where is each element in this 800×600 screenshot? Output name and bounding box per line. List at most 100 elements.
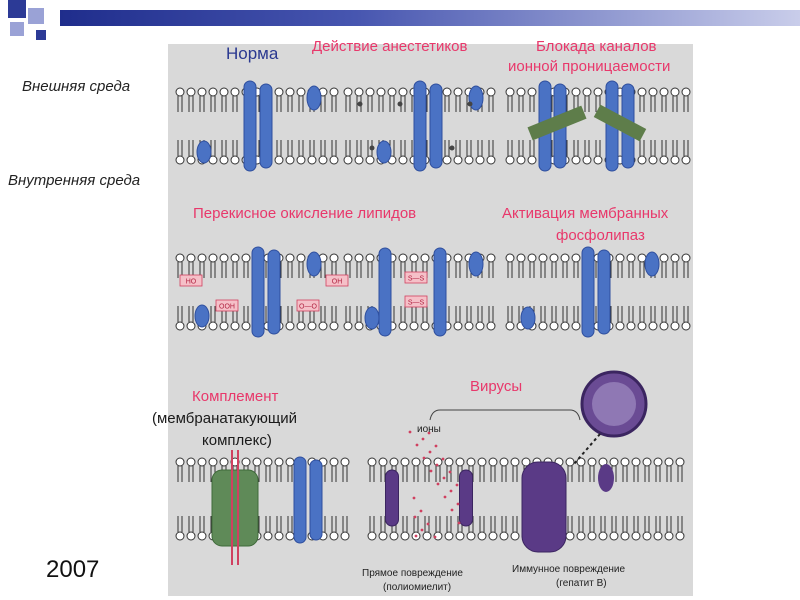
chemical-group-text: O—O [299,304,317,311]
decoration-square [8,0,26,18]
ion-dot [428,450,432,454]
lipid-head [527,253,537,263]
lipid-head [659,321,669,331]
lipid-head [389,531,399,541]
peripheral-protein [306,85,322,111]
anesthetic-molecule [467,101,473,107]
lipid-head [576,457,586,467]
lipid-head [510,531,520,541]
lipid-head [208,253,218,263]
viruses-label: Вирусы [470,378,523,395]
lipid-head [422,531,432,541]
lipid-head [560,321,570,331]
lipid-head [411,457,421,467]
ion-dot [450,508,454,512]
lipid-head [675,457,685,467]
ion-dot [455,483,459,487]
lipid-head [516,87,526,97]
lipid-head [681,253,691,263]
lipid-head [442,87,452,97]
lipid-head [433,457,443,467]
lipid-head [175,155,185,165]
lipid-head [285,253,295,263]
channel-block-label-line1: Блокада каналов [536,38,657,55]
lipid-head [296,87,306,97]
lipid-head [659,155,669,165]
lipid-head [609,457,619,467]
lipid-head [637,155,647,165]
lipid-head [343,321,353,331]
lipid-head [681,87,691,97]
ion-dot [434,444,438,448]
lipid-head [653,531,663,541]
lipid-head [219,457,229,467]
lipid-head [444,531,454,541]
lipid-head [477,457,487,467]
lipid-head [263,531,273,541]
peripheral-protein [376,140,392,164]
lipid-head [307,155,317,165]
lipid-head [329,87,339,97]
lipid-head [549,321,559,331]
lipid-head [329,321,339,331]
membrane-protein [433,247,447,337]
anesthetic-molecule [369,145,375,151]
lipid-head [582,155,592,165]
chemical-group-tag [179,274,203,287]
lipid-head [274,531,284,541]
lipid-head [486,321,496,331]
lipid-head [505,321,515,331]
lipid-head [593,155,603,165]
lipid-head [521,457,531,467]
lipid-head [576,531,586,541]
lipid-head [486,87,496,97]
membrane-protein [413,80,427,172]
lipid-head [365,155,375,165]
lipid-head [186,321,196,331]
lipid-head [274,155,284,165]
lipid-head [571,155,581,165]
lipid-head [389,457,399,467]
membrane-protein [251,246,265,338]
lipid-head [571,321,581,331]
ion-dot [420,528,424,532]
membrane-protein [259,83,273,169]
membrane-protein [581,246,595,338]
lipid-head [659,87,669,97]
lipid-head [367,457,377,467]
lipid-head [615,253,625,263]
lipid-head [285,531,295,541]
lipid-head [241,321,251,331]
lipid-head [318,321,328,331]
lipid-peroxidation-label: Перекисное окисление липидов [193,205,417,222]
lipid-head [593,87,603,97]
peripheral-protein [306,251,322,277]
virus-particle-core [592,382,636,426]
outer-environment-label: Внешняя среда [22,78,131,95]
membrane-protein [293,456,307,544]
lipid-head [587,531,597,541]
lipid-head [400,531,410,541]
lipid-head [354,155,364,165]
complement-sub-label-line2: комплекс) [202,432,272,449]
channel-blocker-toxin [527,105,587,141]
ion-dot [426,522,430,526]
lipid-head [409,253,419,263]
lipid-head [343,253,353,263]
lipid-head [285,87,295,97]
lipid-head [664,457,674,467]
anesthetic-molecule [357,101,363,107]
antibody-link [573,433,601,465]
lipid-head [208,321,218,331]
complement-pore [211,469,259,547]
ion-dot [412,496,416,500]
lipid-head [527,87,537,97]
virus-group-bracket [429,409,581,421]
lipid-head [664,531,674,541]
lipid-head [648,87,658,97]
lipid-head [376,87,386,97]
ion-dot [457,521,461,525]
direct-damage-label-line2: (полиомиелит) [383,582,452,593]
membrane-protein [243,80,257,172]
lipid-head [475,321,485,331]
